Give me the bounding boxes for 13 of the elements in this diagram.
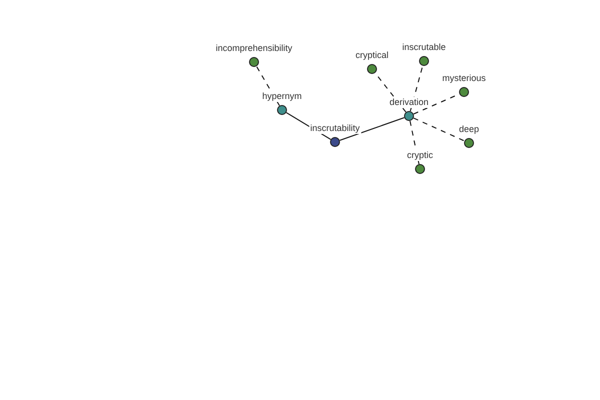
node-label: cryptic [406, 150, 434, 161]
dashed-link [413, 118, 465, 142]
node-label: derivation [388, 97, 430, 108]
node-label: incomprehensibility [214, 43, 294, 54]
node-label: hypernym [261, 91, 303, 102]
node-label: inscrutability [309, 123, 361, 134]
dashed-link [410, 65, 424, 112]
node-label: inscrutable [401, 42, 447, 53]
link-line [339, 117, 405, 141]
node-label: deep [458, 124, 480, 135]
dashed-link [256, 66, 280, 106]
node-label: cryptical [354, 50, 390, 61]
node-label: mysterious [441, 73, 487, 84]
